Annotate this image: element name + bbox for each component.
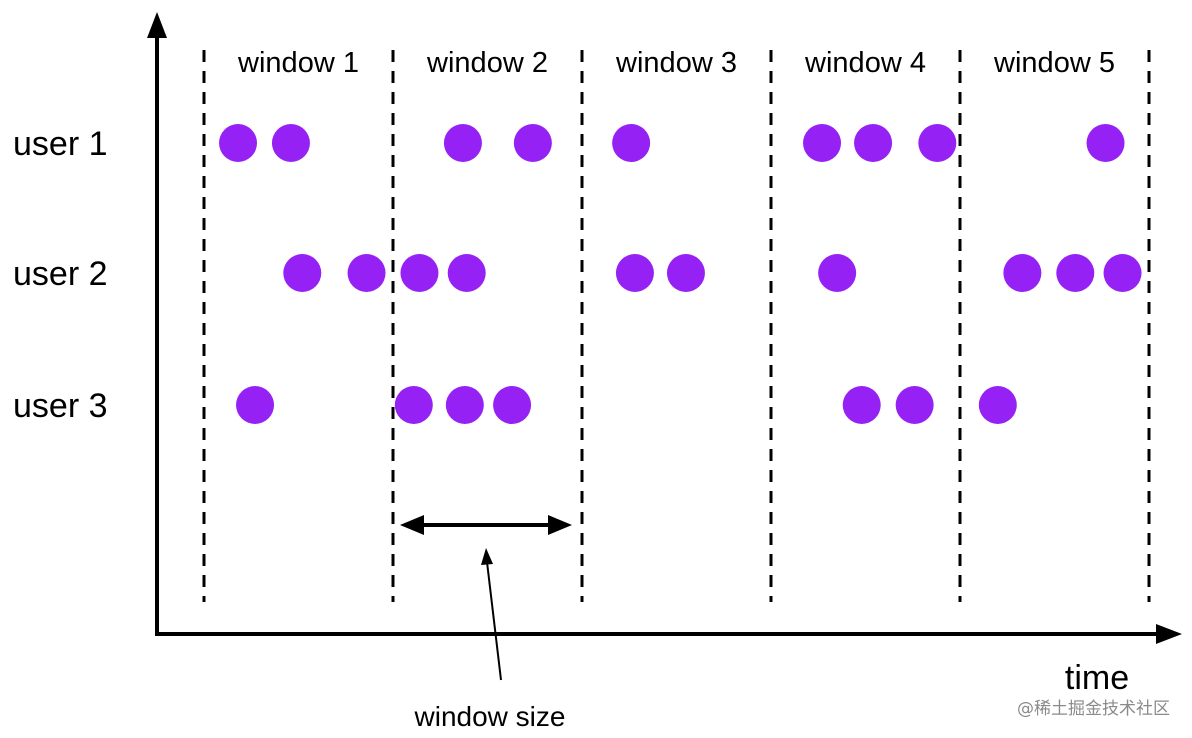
- right-arrowhead-icon: [548, 515, 572, 535]
- window-boundaries: [202, 50, 1151, 602]
- event-user1-6: [803, 124, 842, 162]
- event-user1-3: [443, 124, 482, 162]
- event-user2-6: [666, 254, 705, 292]
- pointer-arrowhead-icon: [481, 548, 493, 565]
- event-user2-4: [447, 254, 486, 292]
- event-user2-10: [1103, 254, 1142, 292]
- event-user3-6: [895, 386, 934, 424]
- y-axis-arrow-icon: [147, 12, 167, 38]
- user-label-3: user 3: [13, 387, 108, 425]
- window-size-double-arrow: [400, 515, 572, 535]
- event-user2-1: [283, 254, 322, 292]
- event-user3-2: [394, 386, 433, 424]
- event-user1-9: [1086, 124, 1125, 162]
- event-user1-5: [612, 124, 651, 162]
- window-labels: window 1 window 2 window 3 window 4 window 5: [237, 47, 1115, 79]
- window-label-4: window 4: [804, 47, 926, 79]
- event-user2-5: [615, 254, 654, 292]
- event-user2-3: [400, 254, 439, 292]
- event-user2-8: [1003, 254, 1042, 292]
- window-size-pointer: [481, 548, 502, 681]
- event-user3-4: [493, 386, 532, 424]
- user-label-1: user 1: [13, 125, 108, 163]
- left-arrowhead-icon: [400, 515, 424, 535]
- window-label-2: window 2: [426, 47, 548, 79]
- watermark: @稀土掘金技术社区: [1017, 699, 1170, 719]
- event-user1-1: [219, 124, 258, 162]
- event-user1-7: [854, 124, 893, 162]
- window-label-3: window 3: [615, 47, 737, 79]
- event-user3-5: [842, 386, 881, 424]
- time-axis-label: time: [1065, 659, 1129, 697]
- user-label-2: user 2: [13, 255, 108, 293]
- window-label-5: window 5: [993, 47, 1115, 79]
- window-size-label: window size: [414, 701, 566, 732]
- user-labels: user 1 user 2 user 3: [13, 125, 108, 425]
- event-user2-7: [818, 254, 857, 292]
- event-user3-7: [978, 386, 1017, 424]
- event-user1-2: [271, 124, 310, 162]
- event-user3-1: [236, 386, 275, 424]
- x-axis-arrow-icon: [1156, 624, 1182, 644]
- event-user1-4: [513, 124, 552, 162]
- event-user3-3: [445, 386, 484, 424]
- event-user2-9: [1056, 254, 1095, 292]
- event-user1-8: [918, 124, 957, 162]
- event-user2-2: [347, 254, 386, 292]
- window-label-1: window 1: [237, 47, 359, 79]
- event-markers: [219, 124, 1142, 424]
